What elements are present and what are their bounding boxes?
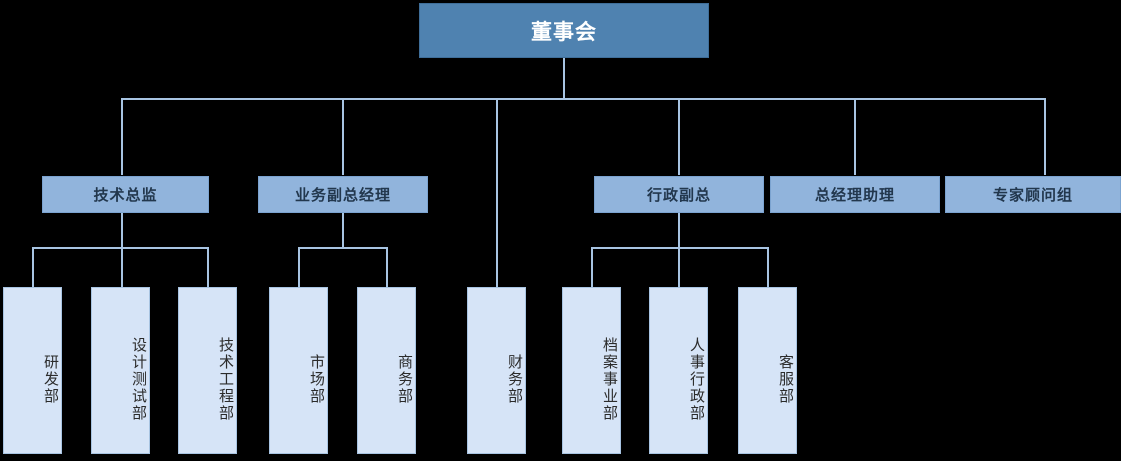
connector-drop-marketing-dept — [298, 247, 300, 287]
node-rd-dept[interactable]: 研发部 — [3, 287, 62, 454]
node-admin-vp[interactable]: 行政副总 — [594, 176, 764, 213]
connector-drop-archives-dept — [591, 247, 593, 287]
node-tech-director[interactable]: 技术总监 — [42, 176, 209, 213]
connector-drop-gm-assistant — [854, 98, 856, 175]
connector-stem-tech-director — [121, 212, 123, 248]
connector-drop-expert-group — [1044, 98, 1046, 175]
connector-stem-business-vp — [342, 212, 344, 248]
connector-bus-tech-director — [32, 247, 209, 249]
connector-bus-business-vp — [298, 247, 388, 249]
node-finance-dept[interactable]: 财务部 — [467, 287, 526, 454]
connector-drop-tech-eng-dept — [207, 247, 209, 287]
connector-drop-commerce-dept — [386, 247, 388, 287]
connector-root-stem — [563, 58, 565, 99]
connector-drop-business-vp — [342, 98, 344, 175]
connector-drop-tech-director — [121, 98, 123, 175]
connector-drop-finance-dept — [496, 98, 498, 287]
node-gm-assistant[interactable]: 总经理助理 — [770, 176, 940, 213]
node-customer-service-dept[interactable]: 客服部 — [738, 287, 797, 454]
connector-drop-admin-vp — [678, 98, 680, 175]
node-board-of-directors[interactable]: 董事会 — [419, 3, 709, 58]
connector-drop-hr-admin-dept — [678, 247, 680, 287]
node-design-test-dept[interactable]: 设计测试部 — [91, 287, 150, 454]
node-hr-admin-dept[interactable]: 人事行政部 — [649, 287, 708, 454]
connector-drop-design-test-dept — [121, 247, 123, 287]
node-expert-advisory-group[interactable]: 专家顾问组 — [945, 176, 1121, 213]
node-marketing-dept[interactable]: 市场部 — [269, 287, 328, 454]
node-archives-dept[interactable]: 档案事业部 — [562, 287, 621, 454]
node-commerce-dept[interactable]: 商务部 — [357, 287, 416, 454]
node-tech-engineering-dept[interactable]: 技术工程部 — [178, 287, 237, 454]
connector-drop-customer-service-dept — [767, 247, 769, 287]
node-business-vp[interactable]: 业务副总经理 — [258, 176, 428, 213]
connector-drop-rd-dept — [32, 247, 34, 287]
connector-stem-admin-vp — [678, 212, 680, 248]
connector-top-bus — [121, 98, 1046, 100]
